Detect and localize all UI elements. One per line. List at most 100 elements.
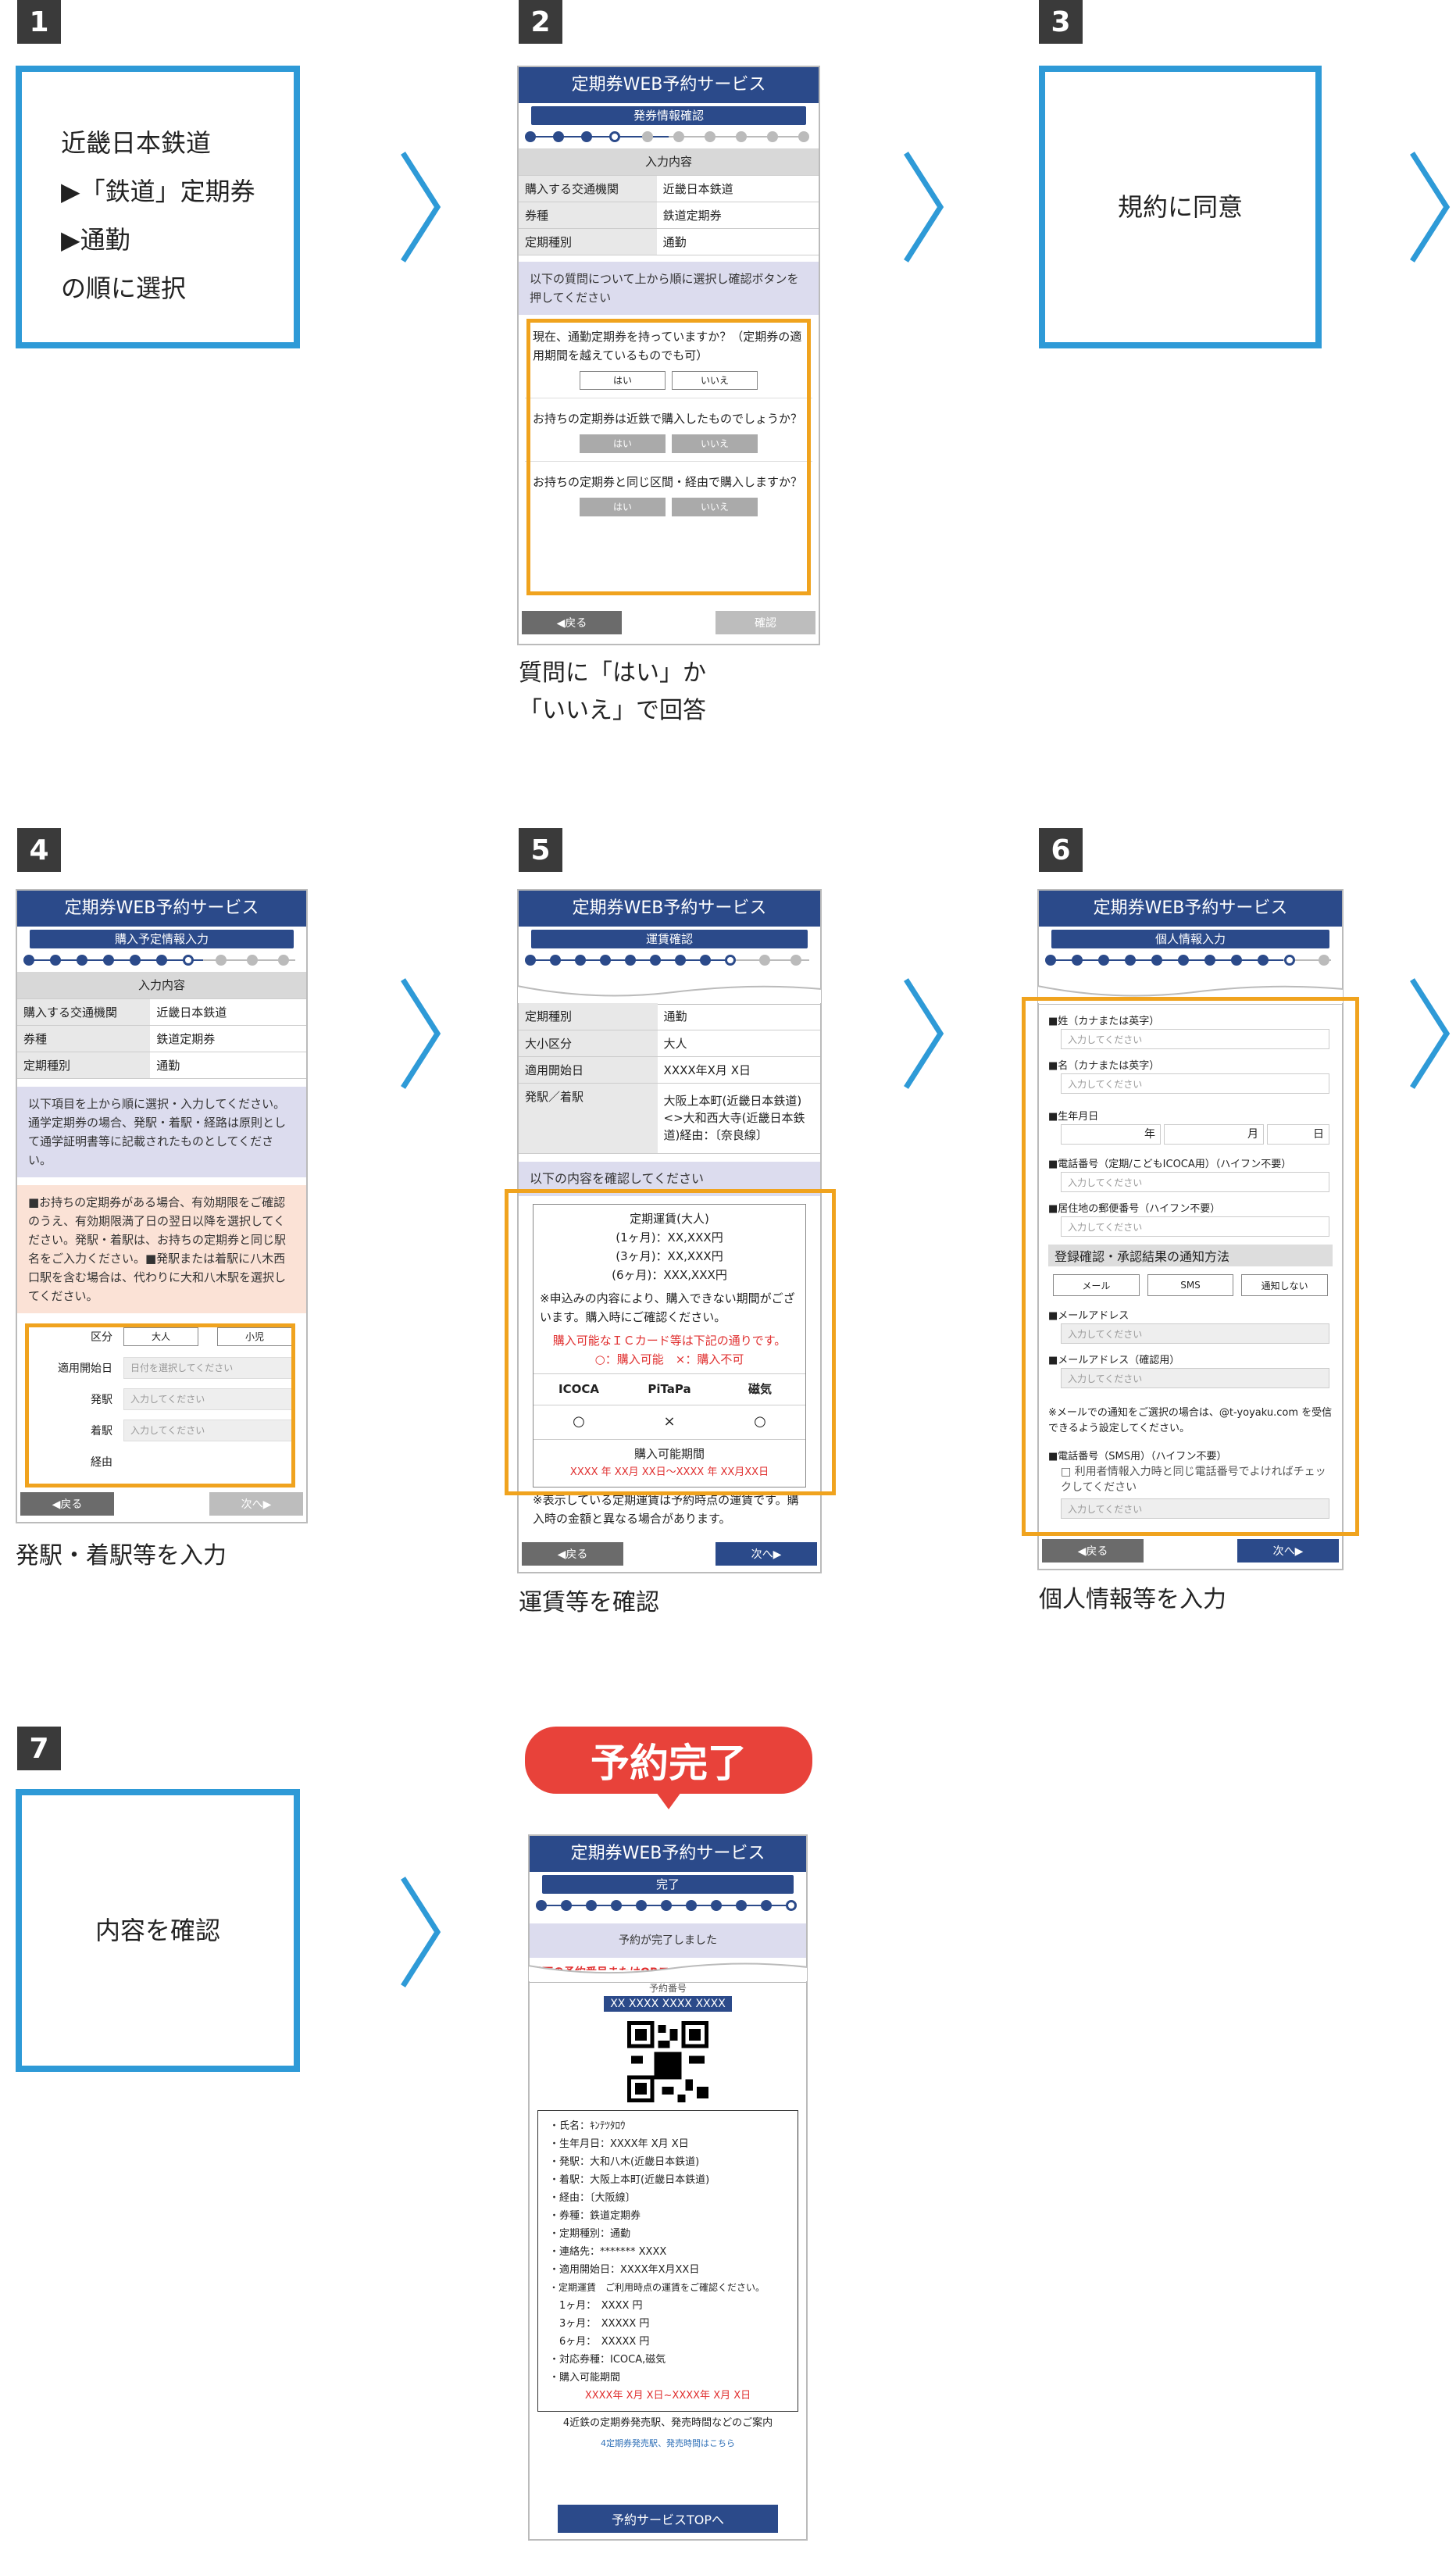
birth-year-select[interactable]: 年 — [1061, 1124, 1161, 1145]
instruction-note: 以下の質問について上から順に選択し確認ボタンを押してください — [519, 261, 819, 315]
detail-line: ・券種：鉄道定期券 — [549, 2210, 641, 2222]
back-button[interactable]: ◀戻る — [20, 1492, 114, 1516]
row-label: 大小区分 — [519, 1030, 658, 1057]
chevron-right-icon — [397, 1873, 444, 1991]
row-label: 券種 — [519, 202, 657, 229]
chevron-right-icon — [1406, 975, 1453, 1092]
yes-button[interactable]: はい — [580, 370, 666, 390]
given-name-input[interactable]: 入力してください — [1061, 1073, 1329, 1094]
detail-line: ・経由：〔大阪線〕 — [549, 2192, 636, 2204]
caution-note: ■お持ちの定期券がある場合、有効期限をご確認のうえ、有効期限満了日の翌日以降を選… — [17, 1184, 306, 1313]
row-label: 購入する交通機関 — [17, 998, 151, 1026]
adult-button[interactable]: 大人 — [123, 1327, 198, 1346]
row-value: 鉄道定期券 — [150, 1025, 306, 1052]
app-title: 定期券WEB予約サービス — [530, 1836, 806, 1872]
detail-line: ・生年月日：XXXX年 X月 X日 — [549, 2138, 689, 2150]
service-top-button[interactable]: 予約サービスTOPへ — [558, 2505, 778, 2533]
field-label: ■姓（カナまたは英字） — [1048, 1016, 1160, 1027]
phone-screen-purchase-info: 定期券WEB予約サービス 購入予定情報入力 入力内容 購入する交通機関近畿日本鉄… — [16, 889, 308, 1523]
departure-station-input[interactable]: 入力してください — [123, 1388, 294, 1410]
email-input[interactable]: 入力してください — [1061, 1323, 1329, 1344]
progress-dots — [1045, 948, 1336, 972]
sms-same-checkbox[interactable]: □ 利用者情報入力時と同じ電話番号でよければチェックしてください — [1061, 1466, 1326, 1494]
progress-dots — [536, 1894, 800, 1917]
yes-button[interactable]: はい — [580, 434, 666, 453]
done-message: 予約が完了しました — [530, 1923, 806, 1958]
detail-line: ・定期運賃 ご利用時点の運賃をご確認ください。 — [549, 2282, 765, 2293]
step3-text: 規約に同意 — [1117, 192, 1243, 222]
step2-caption: 質問に「はい」か 「いいえ」で回答 — [519, 659, 706, 724]
email-confirm-input[interactable]: 入力してください — [1061, 1368, 1329, 1388]
no-button[interactable]: いいえ — [672, 434, 758, 453]
question-text: 現在、通勤定期券を持っていますか？（定期券の適用期間を越えているものでも可） — [533, 329, 802, 362]
yes-button[interactable]: はい — [580, 497, 666, 516]
field-label: ■居住地の郵便番号（ハイフン不要） — [1048, 1203, 1221, 1215]
progress-dots — [525, 125, 812, 148]
app-title: 定期券WEB予約サービス — [519, 891, 820, 927]
badge-pointer — [656, 1792, 681, 1809]
bottom-note: ※表示している定期運賃は予約時点の運賃です。購入時の金額と異なる場合があります。 — [533, 1492, 799, 1526]
no-button[interactable]: いいえ — [672, 370, 758, 390]
chevron-right-icon — [397, 975, 444, 1092]
red-instruction: 以下の予約番号またはQRコードを駅窓口に — [530, 1958, 806, 1970]
postal-code-input[interactable]: 入力してください — [1061, 1216, 1329, 1237]
ic-value: × — [663, 1413, 676, 1430]
birth-day-select[interactable]: 日 — [1267, 1124, 1329, 1145]
row-label: 適用開始日 — [519, 1056, 658, 1084]
next-button[interactable]: 次へ▶ — [716, 1542, 817, 1566]
ic-value: ○ — [754, 1413, 766, 1430]
field-label: 適用開始日 — [58, 1362, 112, 1375]
step1-line: 近畿日本鉄道 — [61, 128, 212, 158]
notify-none-option[interactable]: 通知しない — [1241, 1274, 1329, 1296]
step4-caption: 発駅・着駅等を入力 — [16, 1542, 227, 1570]
app-title: 定期券WEB予約サービス — [1039, 891, 1342, 927]
row-label: 定期種別 — [519, 1003, 658, 1030]
arrival-station-input[interactable]: 入力してください — [123, 1419, 294, 1441]
surname-input[interactable]: 入力してください — [1061, 1029, 1329, 1049]
row-value: 近畿日本鉄道 — [656, 175, 819, 202]
table-header: 入力内容 — [17, 972, 306, 999]
store-link[interactable]: 4定期券発売駅、発売時間はこちら — [601, 2438, 735, 2448]
confirm-button[interactable]: 確認 — [716, 611, 815, 634]
highlight-frame — [1022, 997, 1359, 1536]
birth-month-select[interactable]: 月 — [1164, 1124, 1264, 1145]
sms-phone-input[interactable]: 入力してください — [1061, 1498, 1329, 1519]
back-button[interactable]: ◀戻る — [1042, 1539, 1144, 1562]
field-label: ■メールアドレス — [1048, 1310, 1129, 1322]
fare-line: (6ヶ月)：XXX,XXX円 — [612, 1267, 727, 1282]
detail-line: ・発駅：大和八木(近畿日本鉄道) — [549, 2156, 700, 2168]
start-date-input[interactable]: 日付を選択してください — [123, 1356, 294, 1379]
step-band: 発券情報確認 — [531, 106, 806, 125]
detail-line: ・定期種別：通勤 — [549, 2228, 631, 2240]
notify-sms-option[interactable]: SMS — [1147, 1274, 1234, 1296]
field-label: 発駅 — [91, 1393, 112, 1406]
row-value: 通勤 — [657, 1003, 820, 1030]
phone-input[interactable]: 入力してください — [1061, 1172, 1329, 1192]
period-label: 購入可能期間 — [534, 1438, 805, 1463]
child-button[interactable]: 小児 — [217, 1327, 292, 1346]
qr-code-icon — [627, 2021, 708, 2102]
field-label: 経由 — [91, 1455, 112, 1469]
step7-box: 内容を確認 — [16, 1789, 300, 2072]
chevron-right-icon — [1406, 148, 1453, 266]
fare-line: (3ヶ月)：XX,XXX円 — [616, 1248, 723, 1263]
back-button[interactable]: ◀戻る — [522, 1542, 623, 1566]
step3-box: 規約に同意 — [1039, 66, 1322, 348]
field-label: 区分 — [91, 1330, 112, 1344]
input-contents-table: 入力内容 購入する交通機関近畿日本鉄道 券種鉄道定期券 定期種別通勤 — [519, 148, 819, 255]
step1-line: の順に選択 — [61, 273, 187, 303]
no-button[interactable]: いいえ — [672, 497, 758, 516]
ic-header: 磁気 — [748, 1382, 772, 1396]
row-value: 鉄道定期券 — [656, 202, 819, 229]
step1-line: ▶通勤 — [61, 225, 130, 255]
row-label: 券種 — [17, 1025, 151, 1052]
back-button[interactable]: ◀戻る — [522, 611, 622, 634]
next-button[interactable]: 次へ▶ — [1237, 1539, 1339, 1562]
notify-mail-option[interactable]: メール — [1053, 1274, 1140, 1296]
phone-screen-personal-info: 定期券WEB予約サービス 個人情報入力 ■姓（カナまたは英字） 入力してください… — [1037, 889, 1344, 1570]
next-button[interactable]: 次へ▶ — [209, 1492, 303, 1516]
highlight-frame — [25, 1323, 295, 1488]
field-label: ■名（カナまたは英字） — [1048, 1060, 1160, 1072]
